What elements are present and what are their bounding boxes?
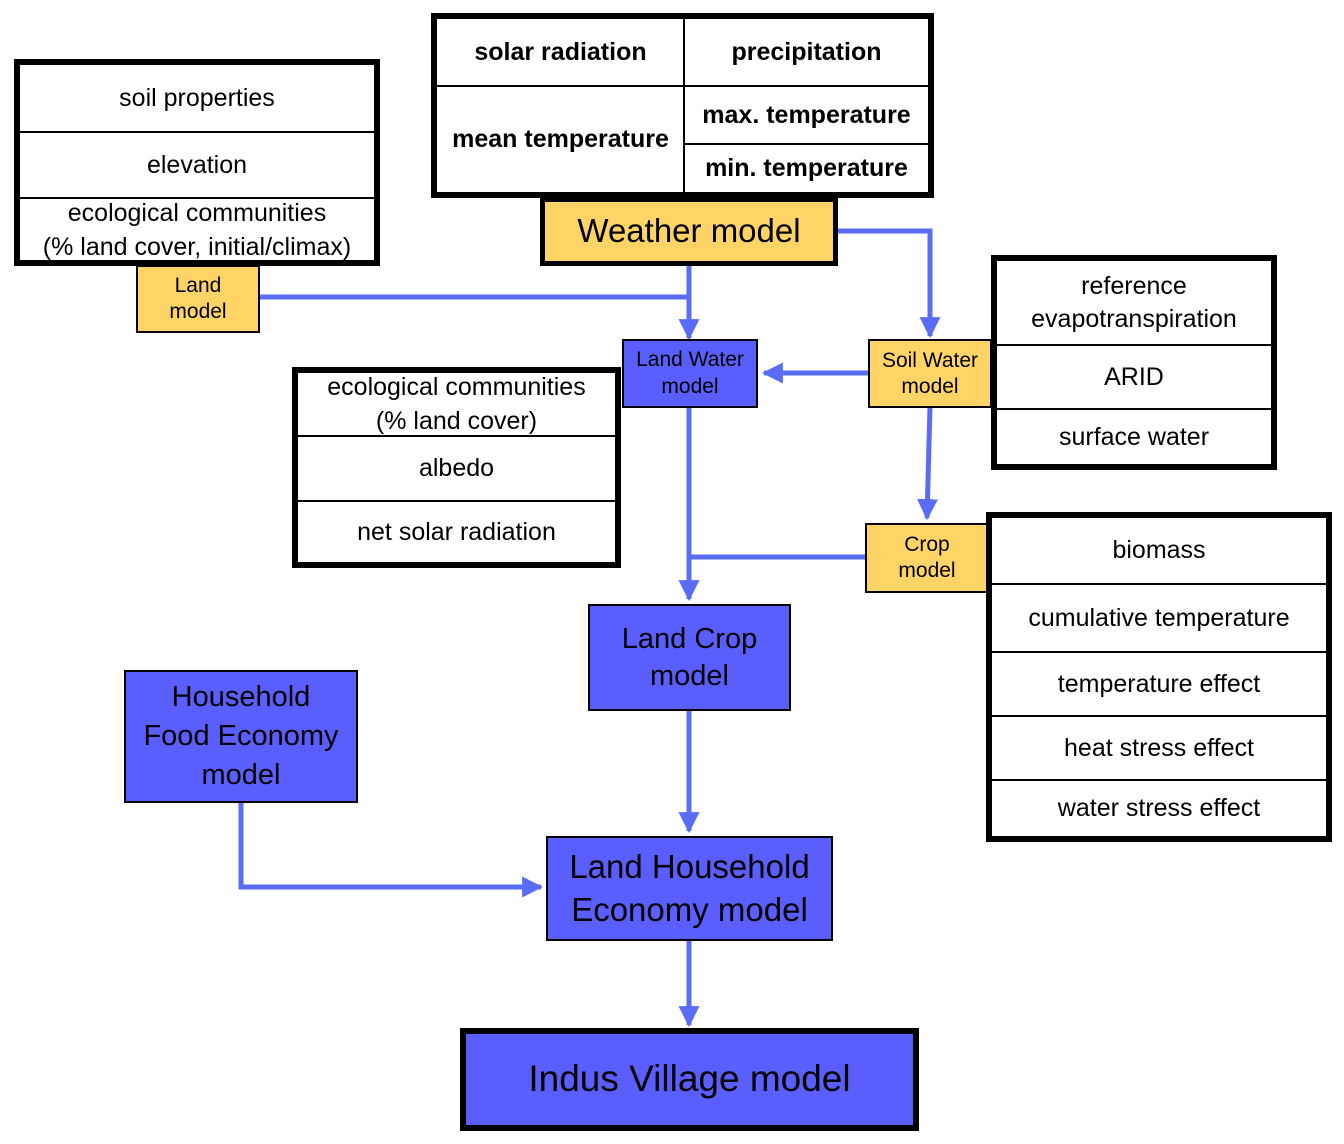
temperature-effect-cell: temperature effect [992,651,1326,715]
heat-stress-effect-cell: heat stress effect [992,715,1326,779]
biomass-cell: biomass [1112,536,1206,565]
weather-table-divider-right [684,143,928,145]
ecological-communities-initial-cell: ecological communities (% land cover, in… [20,197,374,261]
arid-cell: ARID [997,344,1271,408]
indus-village-model: Indus Village model [460,1028,919,1131]
elevation-cell: elevation [20,131,374,197]
weather-model: Weather model [540,197,838,266]
soil-properties-cell: soil properties [119,83,275,112]
ecological-communities-cell: ecological communities (% land cover) [327,373,586,435]
crop-model: Crop model [865,523,989,593]
land-model: Land model [136,265,260,333]
weather-to-soil-water-arrow [838,228,941,339]
land-water-model: Land Water model [622,339,758,408]
surface-water-cell: surface water [997,408,1271,464]
soil-water-to-crop-arrow [917,405,939,521]
reference-evapotranspiration-cell: reference evapotranspiration [1031,272,1237,333]
land-inputs-table: soil properties elevation ecological com… [14,59,380,266]
min-temperature-cell: min. temperature [705,154,908,183]
albedo-cell: albedo [298,435,615,500]
precipitation-cell: precipitation [731,38,882,67]
cumulative-temperature-cell: cumulative temperature [992,583,1326,651]
household-food-economy-model: Household Food Economy model [124,670,358,803]
solar-radiation-cell: solar radiation [474,38,647,67]
crop-outputs-table: biomass cumulative temperature temperatu… [986,512,1332,842]
land-household-economy-model: Land Household Economy model [546,836,833,941]
max-temperature-cell: max. temperature [702,100,911,129]
water-stress-effect-cell: water stress effect [992,779,1326,836]
land-crop-model: Land Crop model [588,604,791,711]
soil-water-outputs-table: reference evapotranspiration ARID surfac… [991,255,1277,470]
weather-table-divider-vertical [683,19,685,192]
household-food-to-land-household-arrow [238,802,544,898]
land-water-outputs-table: ecological communities (% land cover) al… [292,367,621,568]
soil-water-model: Soil Water model [868,339,992,408]
weather-inputs-table: solar radiation precipitation mean tempe… [431,13,934,198]
weather-table-divider-horizontal [437,85,928,87]
net-solar-radiation-cell: net solar radiation [298,500,615,562]
mean-temperature-cell: mean temperature [452,125,669,154]
